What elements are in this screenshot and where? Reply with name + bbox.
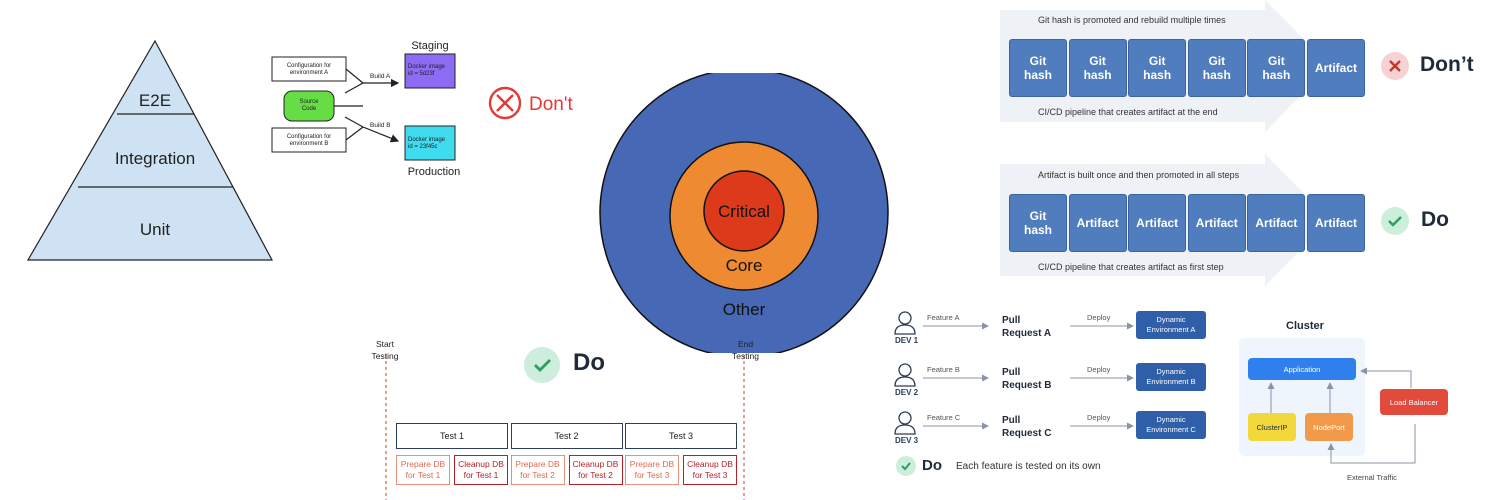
pipeline-step: Git hash (1009, 39, 1067, 97)
feature-label: Feature B (927, 365, 960, 374)
pipeline-step: Artifact (1128, 194, 1187, 252)
cleanup-db-block: Cleanup DB for Test 1 (454, 455, 508, 485)
build-a-label: Build A (370, 73, 391, 80)
middle-circle-label: Core (726, 256, 763, 275)
cluster-arrows (1267, 367, 1416, 464)
dev-label: DEV 1 (895, 336, 919, 345)
pipeline-step: Git hash (1128, 39, 1187, 97)
deploy-label: Deploy (1087, 313, 1111, 322)
person-icon (894, 411, 916, 435)
pipeline-dont-caption-top: Git hash is promoted and rebuild multipl… (1038, 15, 1226, 25)
pipeline-step: Git hash (1068, 39, 1127, 97)
inner-circle (703, 170, 785, 252)
deploy-label: Deploy (1087, 413, 1111, 422)
config-a-box (271, 56, 347, 82)
config-b-box (271, 127, 347, 153)
docker-image-b-box (404, 125, 456, 161)
x-icon (1381, 52, 1409, 80)
check-icon (524, 347, 560, 383)
cleanup-db-block: Cleanup DB for Test 2 (568, 455, 623, 485)
end-testing-label: End Testing (732, 339, 759, 361)
feature-label: Feature C (927, 413, 961, 422)
staging-label: Staging (411, 40, 448, 52)
external-traffic-label: External Traffic (1347, 473, 1397, 482)
prepare-db-block: Prepare DB for Test 1 (396, 455, 450, 485)
clusterip-box: ClusterIP (1248, 413, 1296, 441)
pull-request-label: Pull Request B (1002, 367, 1052, 391)
prepare-db-block: Prepare DB for Test 3 (625, 455, 679, 485)
pipeline-dont-caption-bottom: CI/CD pipeline that creates artifact at … (1038, 107, 1218, 117)
application-box: Application (1248, 358, 1356, 380)
check-icon (896, 456, 916, 476)
cluster-title: Cluster (1286, 320, 1324, 332)
pipeline-step: Artifact (1307, 39, 1365, 97)
pyramid-level-integration: Integration (115, 149, 195, 168)
x-circle-icon (488, 86, 522, 120)
pipeline-step: Artifact (1247, 194, 1306, 252)
dynamic-environment-box: Dynamic Environment B (1136, 363, 1206, 391)
dev-label: DEV 2 (895, 388, 919, 397)
pyramid-level-e2e: E2E (139, 91, 171, 110)
deploy-label: Deploy (1087, 365, 1111, 374)
pipeline-step: Git hash (1009, 194, 1067, 252)
outer-circle-label: Other (723, 300, 766, 319)
test-block: Test 3 (625, 423, 737, 449)
pipeline-step: Artifact (1068, 194, 1127, 252)
dev-label: DEV 3 (895, 436, 919, 445)
dynamic-environment-box: Dynamic Environment C (1136, 411, 1206, 439)
tests-do-verdict: Do (573, 349, 605, 376)
dynamic-envs-verdict: Do (922, 457, 942, 474)
pipeline-step: Artifact (1307, 194, 1365, 252)
pipeline-step: Git hash (1247, 39, 1306, 97)
pipeline-do-caption-top: Artifact is built once and then promoted… (1038, 170, 1240, 180)
test-block: Test 1 (396, 423, 508, 449)
feature-label: Feature A (927, 313, 960, 322)
build-dont-verdict: Don't (529, 94, 573, 115)
person-icon (894, 363, 916, 387)
pull-request-label: Pull Request A (1002, 315, 1052, 339)
core-circles-diagram: Critical Core Other (599, 73, 889, 353)
pipeline-do-verdict: Do (1421, 208, 1449, 231)
test-pyramid: E2E Integration Unit (26, 39, 274, 261)
production-label: Production (408, 166, 461, 178)
test-timeline-lines (385, 355, 745, 500)
check-icon (1381, 207, 1409, 235)
dynamic-envs-diagram (894, 311, 1134, 435)
build-b-label: Build B (370, 122, 391, 129)
nodeport-box: NodePort (1305, 413, 1353, 441)
start-testing-label: Start Testing (371, 339, 399, 361)
load-balancer-box: Load Balancer (1380, 389, 1448, 415)
docker-image-a-box (404, 53, 456, 89)
pyramid-level-unit: Unit (140, 220, 171, 239)
cleanup-db-block: Cleanup DB for Test 3 (683, 455, 737, 485)
person-icon (894, 311, 916, 335)
pipeline-do-caption-bottom: CI/CD pipeline that creates artifact as … (1038, 262, 1224, 272)
pipeline-dont-verdict: Don’t (1420, 53, 1474, 76)
pipeline-step: Git hash (1187, 39, 1246, 97)
test-block: Test 2 (510, 423, 623, 449)
pipeline-step: Artifact (1187, 194, 1246, 252)
prepare-db-block: Prepare DB for Test 2 (510, 455, 565, 485)
pull-request-label: Pull Request C (1002, 415, 1052, 439)
inner-circle-label: Critical (718, 202, 770, 221)
dynamic-envs-note: Each feature is tested on its own (956, 461, 1101, 472)
dynamic-environment-box: Dynamic Environment A (1136, 311, 1206, 339)
